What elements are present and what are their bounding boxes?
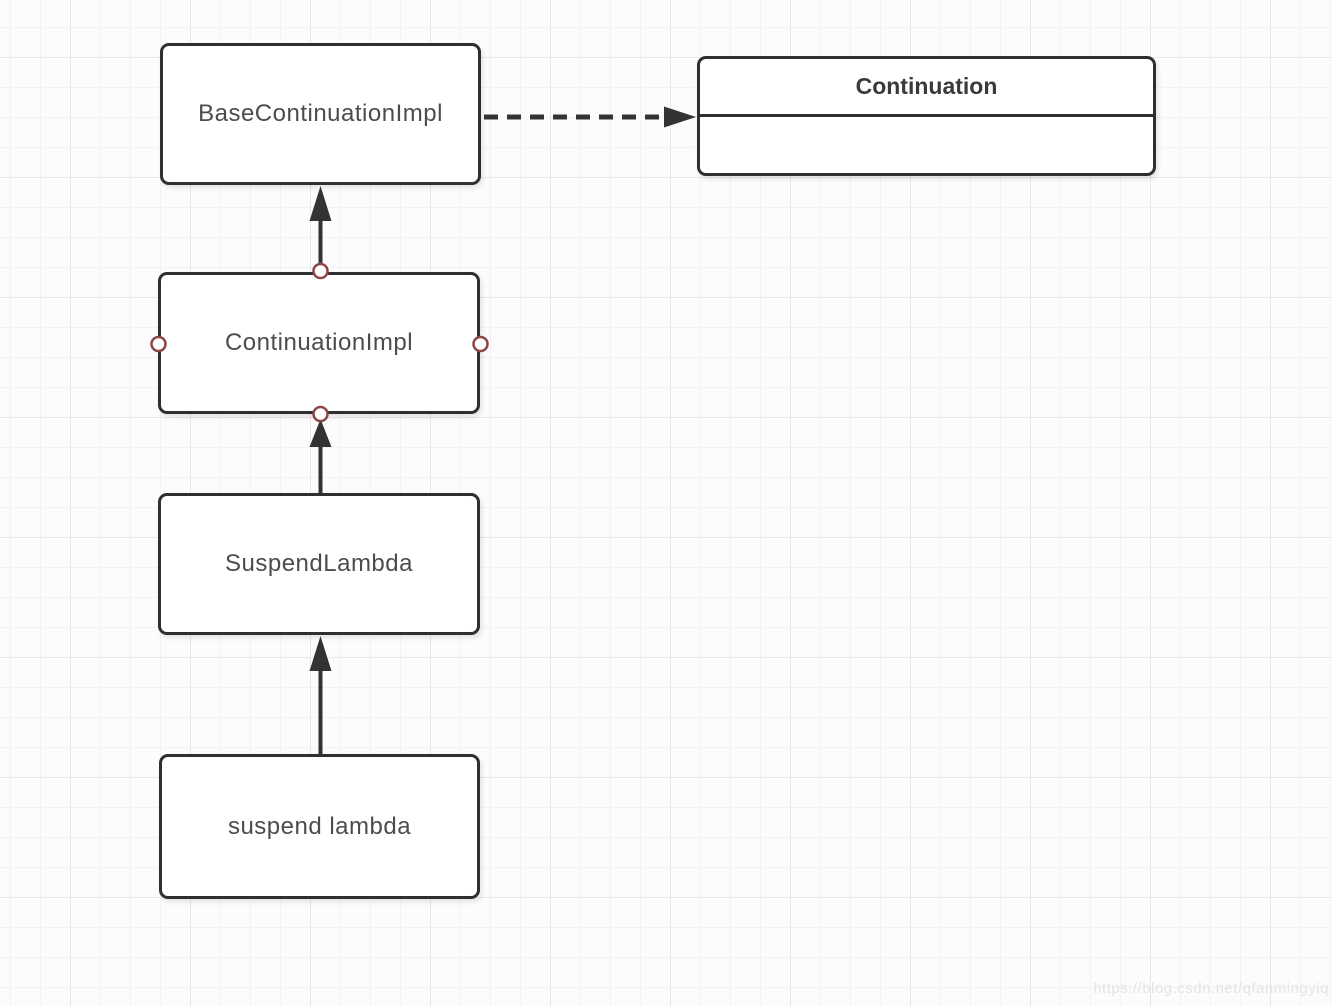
node-label: suspend lambda (227, 812, 412, 840)
edge-suspendlambda-to-continuationimpl[interactable] (309, 419, 332, 493)
node-label: BaseContinuationImpl (198, 100, 443, 127)
edge-continuationimpl-to-basecontinuationimpl[interactable] (309, 186, 332, 264)
node-suspend-lambda-class[interactable]: SuspendLambda (158, 493, 480, 635)
arrowhead-right-icon (664, 106, 696, 128)
node-continuation-impl[interactable]: ContinuationImpl (158, 272, 480, 414)
node-label: ContinuationImpl (224, 329, 414, 356)
node-suspend-lambda-block[interactable]: suspend lambda (159, 754, 480, 899)
node-base-continuation-impl[interactable]: BaseContinuationImpl (160, 43, 481, 185)
uml-class-body (700, 117, 1153, 173)
node-continuation[interactable]: Continuation (697, 56, 1156, 176)
arrowhead-up-icon (309, 186, 332, 221)
edge-suspendlambda-block-to-suspendlambda[interactable] (309, 636, 332, 754)
watermark: https://blog.csdn.net/qfanmingyiq (1093, 980, 1329, 997)
uml-class-title: Continuation (700, 59, 1153, 117)
arrowhead-up-icon (309, 419, 332, 447)
node-label: SuspendLambda (225, 550, 413, 577)
edge-basecontinuationimpl-to-continuation[interactable] (484, 106, 696, 128)
arrowhead-up-icon (309, 636, 332, 671)
